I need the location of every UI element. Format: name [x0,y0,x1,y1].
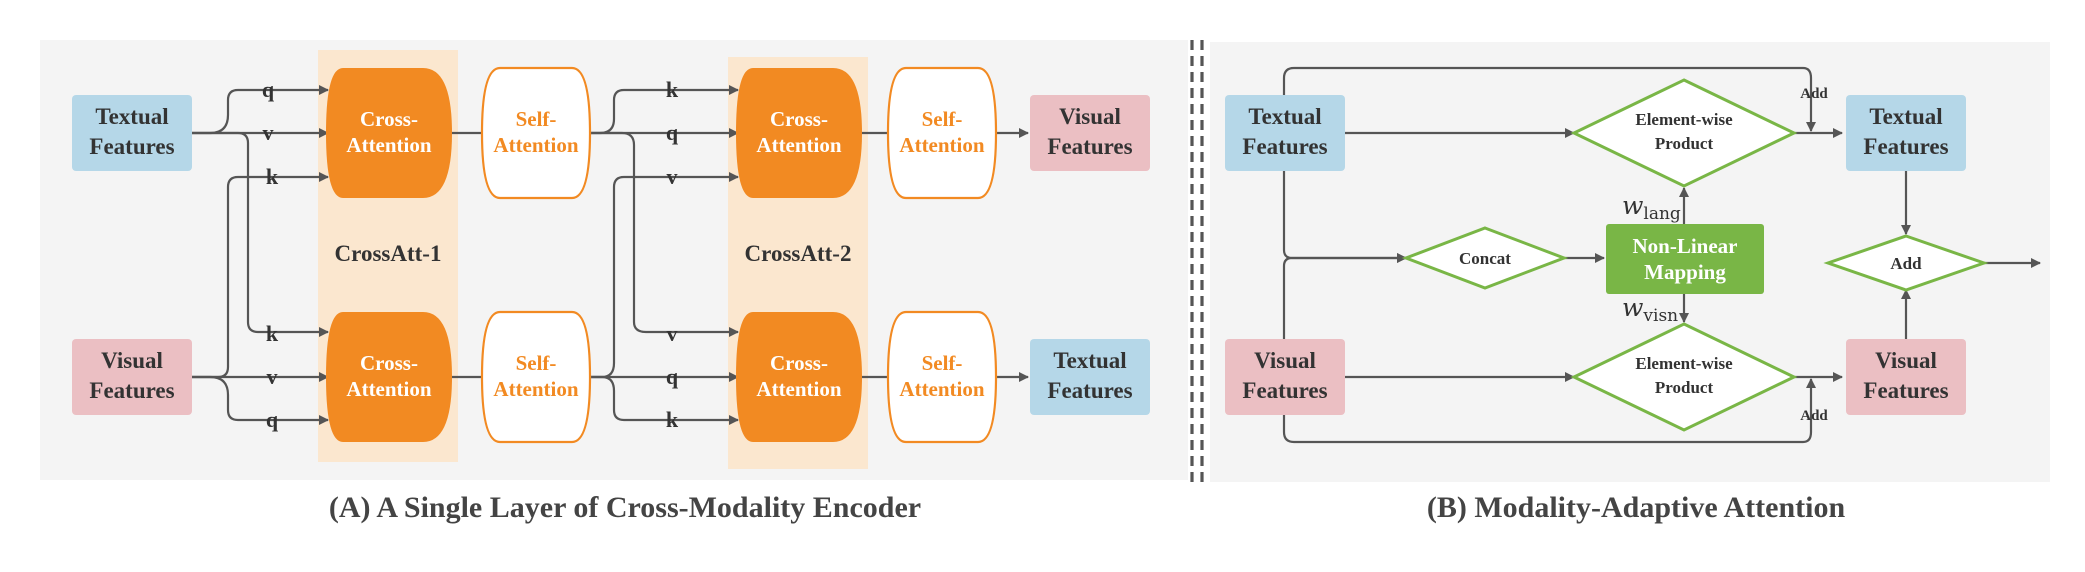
svg-text:Textual: Textual [95,104,168,129]
element-wise-product-bottom: Element-wise Product [1570,322,1798,432]
cross-attention-1-top: Cross- Attention [326,68,452,198]
cross-attention-2-top: Cross- Attention [736,68,862,198]
crossatt-2-connectors [588,85,739,425]
input-visual-features: Visual Features [72,339,192,415]
svg-text:Concat: Concat [1459,249,1511,268]
label-v: v [267,364,278,389]
self-attention-1-top: Self- Attention [480,66,592,200]
input-textual-features: Textual Features [72,95,192,171]
panel-b: Textual Features Visual Features Textual… [1210,42,2050,524]
svg-text:Visual: Visual [101,348,163,373]
textual-features-input: Textual Features [1225,95,1345,171]
svg-text:Cross-: Cross- [770,107,828,131]
svg-text:Cross-: Cross- [360,351,418,375]
svg-text:Non-Linear: Non-Linear [1633,234,1738,258]
visual-features-output: Visual Features [1846,339,1966,415]
svg-text:Self-: Self- [922,107,963,131]
label-v: v [263,120,274,145]
add-label-bottom: Add [1800,408,1828,424]
output-textual-features: Textual Features [1030,339,1150,415]
element-wise-product-top: Element-wise Product [1570,78,1798,188]
svg-text:Visual: Visual [1875,348,1937,373]
svg-text:Mapping: Mapping [1644,260,1726,284]
svg-text:Visual: Visual [1059,104,1121,129]
non-linear-mapping: Non-Linear Mapping [1606,224,1764,294]
label-q: q [666,120,679,145]
svg-text:Attention: Attention [346,377,431,401]
svg-text:Attention: Attention [899,133,984,157]
crossatt-2-label: CrossAtt-2 [745,241,852,266]
svg-text:Textual: Textual [1869,104,1942,129]
visual-features-input: Visual Features [1225,339,1345,415]
svg-text:Features: Features [89,378,174,403]
svg-text:Product: Product [1655,378,1714,397]
svg-text:Textual: Textual [1248,104,1321,129]
label-q: q [262,77,275,102]
panel-divider [1190,40,1204,482]
add-label-top: Add [1800,86,1828,102]
label-v: v [667,164,678,189]
panel-b-caption: (B) Modality-Adaptive Attention [1427,491,1846,524]
panel-a-caption: (A) A Single Layer of Cross-Modality Enc… [329,491,921,524]
svg-text:Features: Features [89,134,174,159]
svg-text:Element-wise: Element-wise [1635,354,1733,373]
svg-text:Textual: Textual [1053,348,1126,373]
svg-text:Self-: Self- [516,107,557,131]
output-visual-features: Visual Features [1030,95,1150,171]
label-k: k [266,164,279,189]
svg-text:Cross-: Cross- [360,107,418,131]
svg-text:Features: Features [1863,378,1948,403]
svg-text:Features: Features [1863,134,1948,159]
svg-text:Product: Product [1655,134,1714,153]
crossatt-1-to-self-connectors [452,131,484,379]
svg-text:Add: Add [1890,254,1922,273]
crossatt-2-to-output-connectors [858,128,1029,382]
crossatt-1-label: CrossAtt-1 [335,241,442,266]
svg-text:Attention: Attention [493,133,578,157]
label-v: v [667,321,678,346]
svg-text:Features: Features [1047,134,1132,159]
svg-text:Self-: Self- [922,351,963,375]
label-q: q [666,364,679,389]
cross-attention-1-bottom: Cross- Attention [326,312,452,442]
self-attention-1-bottom: Self- Attention [480,310,592,444]
w-visn-weight: wvisn [1622,293,1678,326]
svg-text:Attention: Attention [899,377,984,401]
crossatt-1-connectors [192,85,329,425]
concat-node: Concat [1401,226,1569,290]
label-q: q [266,407,279,432]
w-lang-weight: wlang [1622,191,1681,224]
svg-text:Attention: Attention [756,377,841,401]
crossatt-2-arrow-labels: k q v v q k [666,77,679,432]
svg-text:Cross-: Cross- [770,351,828,375]
label-k: k [266,321,279,346]
svg-text:Visual: Visual [1254,348,1316,373]
panel-b-connectors [1282,66,2041,444]
label-k: k [666,407,679,432]
svg-text:Features: Features [1242,378,1327,403]
svg-text:Element-wise: Element-wise [1635,110,1733,129]
panel-a: Textual Features Visual Features Visual … [40,40,1188,524]
svg-text:Self-: Self- [516,351,557,375]
svg-text:Attention: Attention [493,377,578,401]
add-node: Add [1823,234,1989,292]
svg-text:Attention: Attention [346,133,431,157]
svg-text:Attention: Attention [756,133,841,157]
cross-attention-2-bottom: Cross- Attention [736,312,862,442]
crossatt-1-arrow-labels: q v k k v q [262,77,279,432]
self-attention-2-top: Self- Attention [886,66,998,200]
label-k: k [666,77,679,102]
svg-text:Features: Features [1047,378,1132,403]
svg-text:Features: Features [1242,134,1327,159]
self-attention-2-bottom: Self- Attention [886,310,998,444]
textual-features-output: Textual Features [1846,95,1966,171]
